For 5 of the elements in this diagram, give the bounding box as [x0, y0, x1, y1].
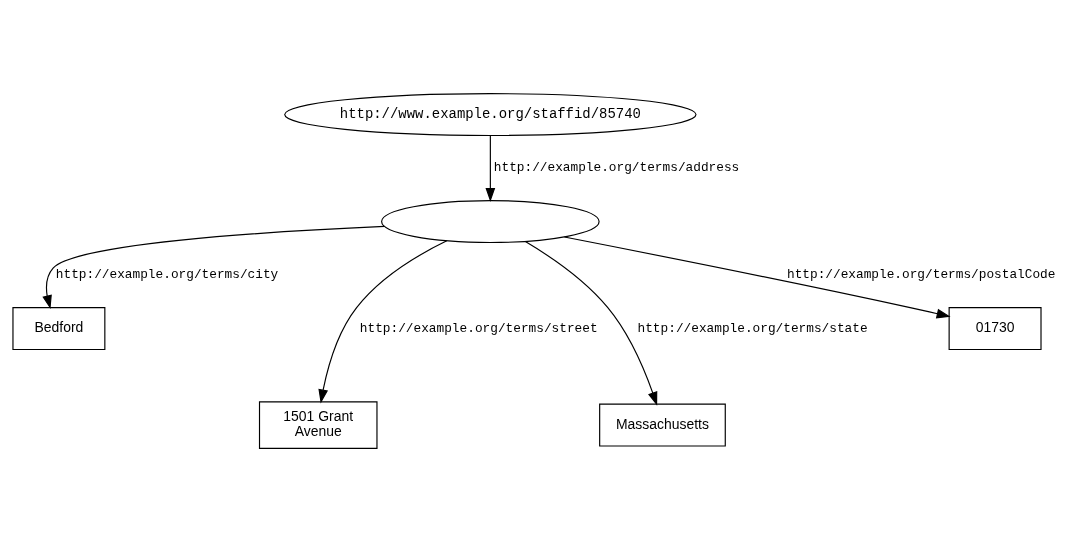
edge-label: http://example.org/terms/state [637, 320, 868, 336]
edge-label: http://example.org/terms/street [359, 320, 598, 336]
edge-label: http://example.org/terms/postalCode [787, 267, 1056, 283]
edge-label: http://example.org/terms/city [55, 267, 279, 283]
edge-label: http://example.org/terms/address [493, 160, 740, 176]
